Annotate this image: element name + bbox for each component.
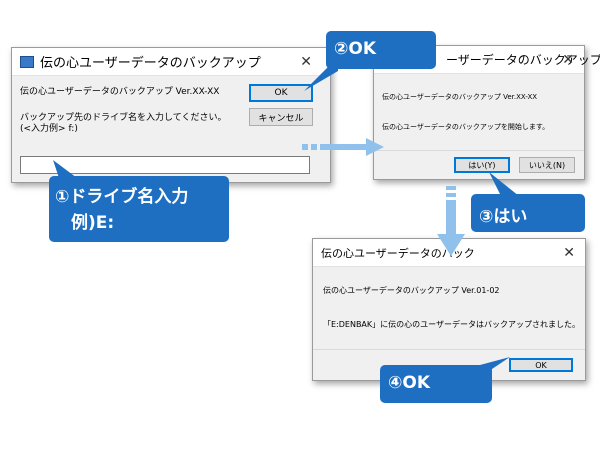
ok-button[interactable]: OK (509, 358, 573, 372)
backup-complete-dialog: 伝の心ユーザーデータのバック ✕ 伝の心ユーザーデータのバックアップ Ver.0… (312, 238, 586, 381)
close-icon[interactable]: ✕ (300, 54, 312, 70)
backup-complete-dialog-title: 伝の心ユーザーデータのバック (321, 246, 475, 260)
confirm-version-text: 伝の心ユーザーデータのバックアップ Ver.XX-XX (382, 93, 538, 101)
backup-confirm-dialog: ーザーデータのバックアップ ✕ 伝の心ユーザーデータのバックアップ Ver.XX… (373, 45, 600, 180)
no-button[interactable]: いいえ(N) (519, 157, 575, 173)
callout-step3-label: ③はい (479, 207, 528, 227)
callout-step1-line2: 例)E: (71, 213, 115, 233)
confirm-start-text: 伝の心ユーザーデータのバックアップを開始します。 (382, 123, 550, 131)
callout-step4: ④OK (380, 357, 510, 403)
close-icon[interactable]: ✕ (563, 245, 575, 261)
drive-input-dialog: 伝の心ユーザーデータのバックアップ ✕ 伝の心ユーザーデータのバックアップ Ve… (11, 47, 331, 183)
arrow-right-icon (302, 138, 384, 156)
callout-step4-label: ④OK (388, 373, 431, 393)
callout-pointer (304, 57, 338, 91)
backup-confirm-dialog-title: ーザーデータのバックアップ (446, 53, 600, 67)
drive-name-input[interactable] (20, 156, 310, 174)
example-text: (<入力例> f:) (20, 124, 78, 134)
close-icon[interactable]: ✕ (562, 52, 574, 68)
cancel-button[interactable]: キャンセル (249, 108, 313, 126)
callout-step2-label: ②OK (334, 39, 377, 59)
instruction-text: バックアップ先のドライブ名を入力してください。 (20, 113, 227, 123)
callout-step1: ①ドライブ名入力 例)E: (49, 160, 229, 242)
arrow-down-icon (437, 186, 465, 256)
complete-version-text: 伝の心ユーザーデータのバックアップ Ver.01-02 (323, 286, 500, 295)
callout-step3: ③はい (471, 172, 585, 232)
version-text: 伝の心ユーザーデータのバックアップ Ver.XX-XX (20, 87, 220, 97)
complete-result-text: 「E:DENBAK」に伝の心のユーザーデータはバックアップされました。 (323, 320, 580, 329)
callout-step1-line1: ①ドライブ名入力 (55, 187, 189, 207)
yes-button[interactable]: はい(Y) (454, 157, 510, 173)
drive-input-dialog-titlebar: 伝の心ユーザーデータのバックアップ ✕ (12, 48, 330, 76)
callout-pointer (489, 172, 519, 196)
callout-pointer (53, 160, 77, 178)
ok-button[interactable]: OK (249, 84, 313, 102)
callout-step2: ②OK (304, 31, 436, 91)
drive-input-dialog-title: 伝の心ユーザーデータのバックアップ (40, 56, 261, 71)
app-icon (20, 55, 34, 68)
callout-pointer (480, 357, 510, 377)
